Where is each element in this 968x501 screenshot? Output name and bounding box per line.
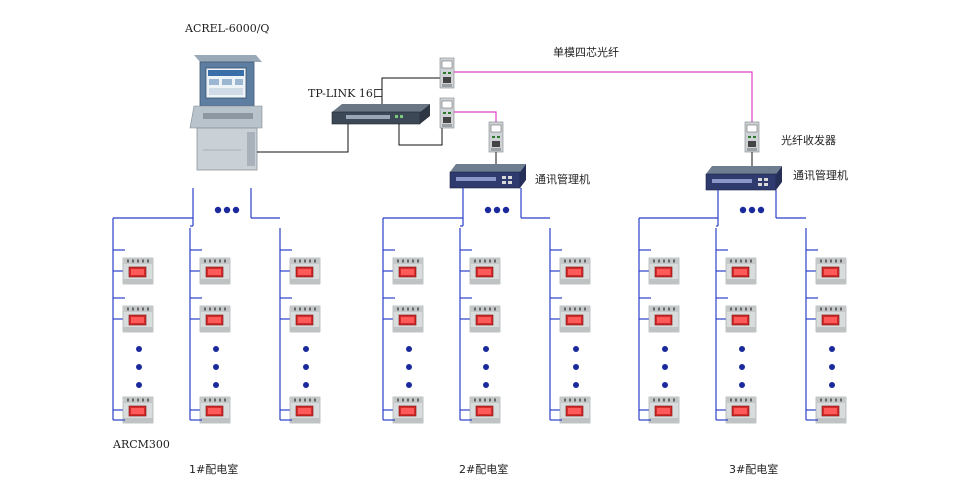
ellipsis-dot [406, 382, 412, 388]
arcm300-meter-icon [725, 396, 757, 424]
comm-manager-icon [705, 165, 783, 191]
ellipsis-dot [662, 382, 668, 388]
ellipsis-dot [484, 206, 492, 214]
ellipsis-dot [406, 364, 412, 370]
ethernet-cable [257, 124, 349, 153]
fiber-transceiver-icon [439, 57, 455, 89]
ellipsis-dot [739, 346, 745, 352]
arcm300-meter-icon [725, 257, 757, 285]
switch-label: TP-LINK 16口 [308, 87, 384, 100]
arcm300-meter-icon [648, 257, 680, 285]
ellipsis-dot [136, 346, 142, 352]
arcm300-meter-icon [392, 257, 424, 285]
arcm300-meter-icon [559, 396, 591, 424]
ellipsis-dot [214, 206, 222, 214]
arcm300-meter-icon [469, 257, 501, 285]
ellipsis-dot [573, 382, 579, 388]
arcm300-meter-icon [392, 396, 424, 424]
ellipsis-dot [739, 364, 745, 370]
ellipsis-dot [502, 206, 510, 214]
room-label-1: 1#配电室 [189, 462, 238, 476]
ellipsis-dot [739, 382, 745, 388]
arcm300-meter-icon [469, 396, 501, 424]
ellipsis-dot [213, 382, 219, 388]
ellipsis-dot [829, 382, 835, 388]
ellipsis-dot [232, 206, 240, 214]
ellipsis-dot [406, 346, 412, 352]
arcm300-meter-icon [122, 305, 154, 333]
fiber-line [454, 111, 497, 122]
room-label-3: 3#配电室 [729, 462, 778, 476]
device-model-label: ARCM300 [112, 438, 170, 451]
arcm300-meter-icon [815, 305, 847, 333]
ethernet-cable [398, 112, 443, 146]
fiber-label: 单模四芯光纤 [553, 45, 619, 59]
arcm300-meter-icon [199, 396, 231, 424]
network-switch-icon [331, 104, 430, 125]
workstation-icon [189, 55, 263, 171]
arcm300-meter-icon [289, 305, 321, 333]
arcm300-meter-icon [469, 305, 501, 333]
ellipsis-dot [223, 206, 231, 214]
arcm300-meter-icon [815, 257, 847, 285]
ellipsis-dot [483, 382, 489, 388]
arcm300-meter-icon [815, 396, 847, 424]
arcm300-meter-icon [289, 257, 321, 285]
fiber-transceiver-icon [488, 121, 504, 153]
arcm300-meter-icon [289, 396, 321, 424]
ellipsis-dot [662, 346, 668, 352]
comm-manager-label-2: 通讯管理机 [535, 172, 590, 186]
arcm300-meter-icon [199, 257, 231, 285]
ellipsis-dot [573, 346, 579, 352]
arcm300-meter-icon [392, 305, 424, 333]
comm-manager-icon [449, 163, 527, 189]
ellipsis-dot [213, 364, 219, 370]
ellipsis-dot [483, 364, 489, 370]
arcm300-meter-icon [648, 305, 680, 333]
ellipsis-dot [483, 346, 489, 352]
fiber-line [454, 71, 753, 122]
arcm300-meter-icon [199, 305, 231, 333]
fiber-transceiver-icon [744, 121, 760, 153]
comm-manager-label-3: 通讯管理机 [793, 168, 848, 182]
arcm300-meter-icon [725, 305, 757, 333]
arcm300-meter-icon [559, 305, 591, 333]
transceiver-label: 光纤收发器 [781, 133, 836, 147]
arcm300-meter-icon [122, 396, 154, 424]
ellipsis-dot [829, 364, 835, 370]
ellipsis-dot [662, 364, 668, 370]
arcm300-meter-icon [122, 257, 154, 285]
ellipsis-dot [493, 206, 501, 214]
fiber-transceiver-icon [439, 97, 455, 129]
ethernet-cable [381, 77, 442, 104]
ellipsis-dot [303, 364, 309, 370]
ellipsis-dot [573, 364, 579, 370]
ellipsis-dot [136, 364, 142, 370]
ellipsis-dot [748, 206, 756, 214]
ellipsis-dot [739, 206, 747, 214]
room-label-2: 2#配电室 [459, 462, 508, 476]
ellipsis-dot [136, 382, 142, 388]
ellipsis-dot [757, 206, 765, 214]
arcm300-meter-icon [648, 396, 680, 424]
ellipsis-dot [303, 382, 309, 388]
ellipsis-dot [303, 346, 309, 352]
arcm300-meter-icon [559, 257, 591, 285]
workstation-label: ACREL-6000/Q [184, 22, 269, 35]
ellipsis-dot [829, 346, 835, 352]
ellipsis-dot [213, 346, 219, 352]
